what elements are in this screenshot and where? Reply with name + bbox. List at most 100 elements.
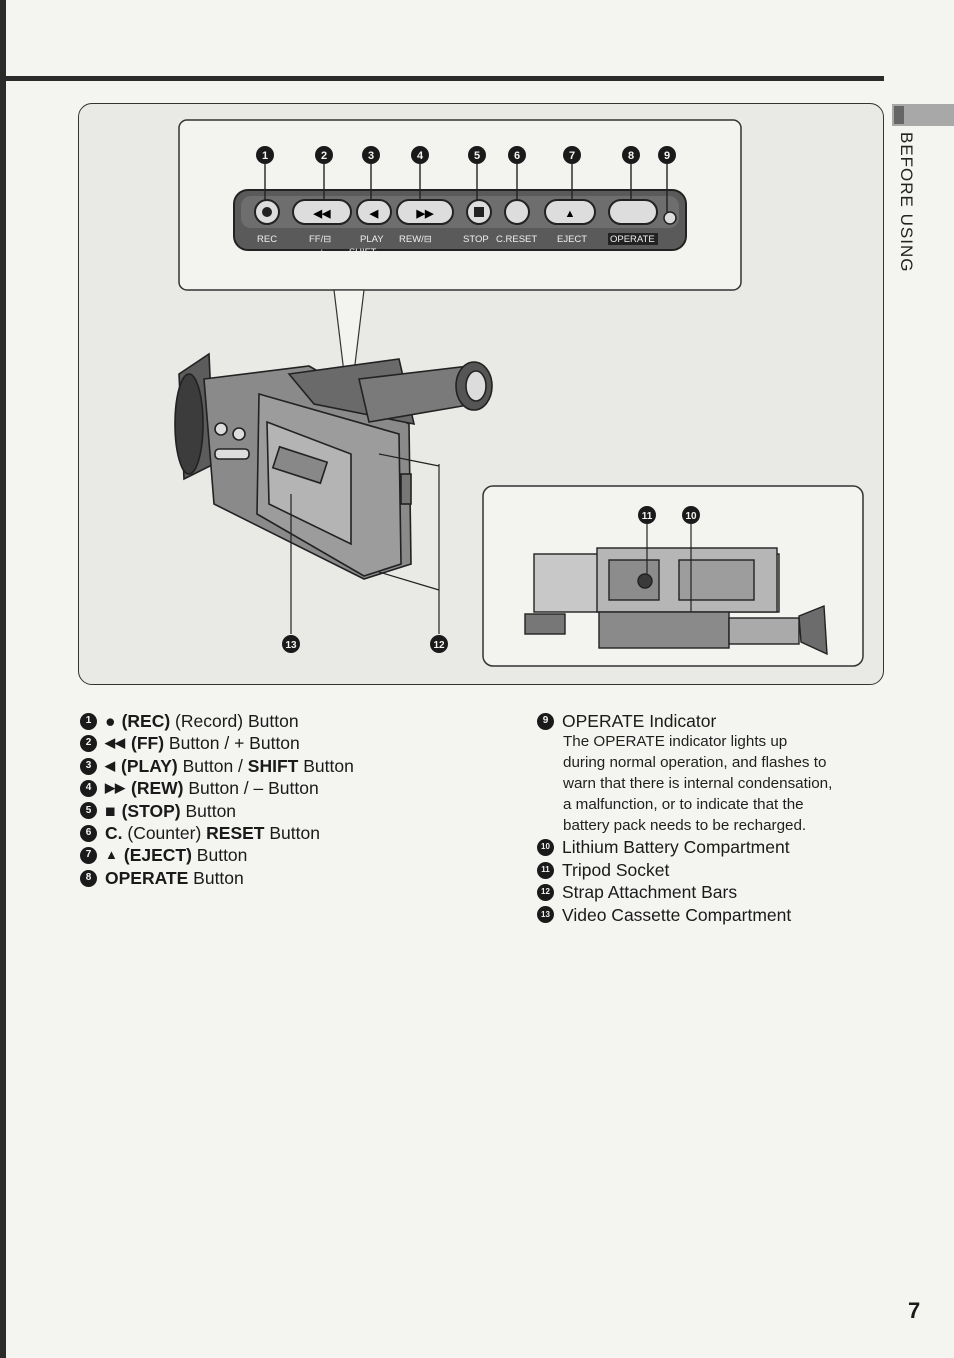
ff-symbol: ◀◀ (313, 208, 331, 220)
stop-symbol (474, 207, 484, 217)
rew-button (396, 199, 454, 225)
item-bold: C. (105, 823, 123, 844)
item-number: 13 (537, 906, 554, 924)
list-item: 5 ■ (STOP) Button (80, 800, 510, 822)
eject-symbol-icon: ▲ (105, 847, 118, 863)
callout-4: 4 (417, 150, 424, 162)
callout-7: 7 (569, 150, 575, 162)
rew-symbol: ▶▶ (416, 208, 434, 220)
item-bold: (STOP) (121, 800, 181, 821)
ff-button (292, 199, 352, 225)
item-bold-2: SHIFT (247, 755, 299, 776)
item-text: Button (180, 800, 237, 821)
item-text: Video Cassette Compartment (562, 904, 792, 925)
item-text: Button / + Button (164, 733, 300, 754)
list-item: 10 Lithium Battery Compartment (537, 836, 887, 858)
operate-indicator-description: The OPERATE indicator lights up during n… (563, 732, 883, 836)
item-bold: (EJECT) (123, 845, 192, 866)
page-binding-edge (0, 0, 6, 1358)
controls-list-left: 1 ● (REC) (Record) Button 2 ◀◀ (FF) Butt… (80, 710, 510, 889)
item-number: 12 (537, 883, 554, 901)
section-label: BEFORE USING (897, 132, 916, 273)
item-number: 1 (80, 712, 97, 730)
item-number: 4 (80, 779, 97, 797)
counter-reset-button (504, 199, 530, 225)
play-button (356, 199, 392, 225)
play-symbol: ◀ (369, 208, 379, 220)
page-number: 7 (908, 1298, 921, 1323)
list-item: 7 ▲ (EJECT) Button (80, 844, 510, 866)
label-stop: STOP (463, 234, 489, 245)
item-text: Lithium Battery Compartment (562, 837, 790, 858)
description-line: during normal operation, and flashes to (563, 754, 827, 772)
camcorder-drawing: ◀◀ ◀ ▶▶ ▲ REC FF/⊟ PLAY REW/⊟ STOP C.RES… (174, 119, 864, 667)
list-item: 4 ▶▶ (REW) Button / – Button (80, 777, 510, 799)
callout-12: 12 (433, 640, 445, 651)
callout-9: 9 (664, 150, 670, 162)
item-text: OPERATE Indicator (562, 711, 717, 731)
item-text: Button / (177, 755, 248, 776)
list-item: 3 ◀ (PLAY) Button / SHIFT Button (80, 755, 510, 777)
item-number: 11 (537, 861, 554, 879)
ff-symbol-icon: ◀◀ (105, 735, 125, 751)
item-text: (Counter) (122, 823, 207, 844)
section-tab (892, 104, 954, 126)
play-symbol-icon: ◀ (105, 757, 115, 773)
item-text: Tripod Socket (562, 859, 670, 880)
label-shift-line: + —— SHIFT —— – (319, 247, 406, 258)
item-text: Button / – Button (183, 778, 319, 799)
description-line: a malfunction, or to indicate that the (563, 795, 804, 813)
label-rec: REC (257, 234, 277, 245)
item-number: 6 (80, 824, 97, 842)
eject-symbol: ▲ (565, 208, 576, 220)
controls-list-right: 9 OPERATE Indicator The OPERATE indicato… (537, 710, 887, 926)
item-number: 7 (80, 847, 97, 865)
operate-label-bg (608, 233, 658, 245)
rec-symbol-icon: ● (105, 711, 116, 731)
label-creset: C.RESET (496, 234, 537, 245)
rew-symbol-icon: ▶▶ (105, 780, 125, 796)
label-rew: REW/⊟ (399, 234, 432, 245)
item-text-2: Button (264, 823, 320, 844)
list-item: 6 C. (Counter) RESET Button (80, 822, 510, 844)
item-bold: (FF) (131, 733, 165, 754)
list-item: 13 Video Cassette Compartment (537, 904, 887, 926)
list-item: 9 OPERATE Indicator (537, 710, 887, 732)
section-tab-mark (894, 106, 904, 124)
label-operate: OPERATE (610, 234, 655, 245)
operate-indicator (663, 211, 677, 225)
callout-6: 6 (514, 150, 520, 162)
stop-symbol-icon: ■ (105, 800, 116, 821)
callout-3: 3 (368, 150, 374, 162)
callout-5: 5 (474, 150, 480, 162)
item-text: Strap Attachment Bars (562, 882, 738, 903)
description-line: The OPERATE indicator lights up (563, 733, 788, 751)
item-number: 8 (80, 869, 97, 887)
label-ff: FF/⊟ (309, 234, 331, 245)
item-bold: (REC) (121, 711, 171, 731)
zoom-pointer (333, 289, 365, 415)
list-item: 8 OPERATE Button (80, 867, 510, 889)
operate-button (608, 199, 658, 225)
list-item: 11 Tripod Socket (537, 859, 887, 881)
item-text: Button (191, 845, 248, 866)
label-play: PLAY (360, 234, 384, 245)
callout-2: 2 (321, 150, 327, 162)
callout-8: 8 (628, 150, 634, 162)
item-number: 3 (80, 757, 97, 775)
description-line: warn that there is internal condensation… (563, 775, 833, 792)
item-number: 9 (537, 712, 554, 730)
item-number: 2 (80, 735, 97, 753)
item-text: (Record) Button (170, 711, 299, 731)
list-item: 1 ● (REC) (Record) Button (80, 710, 510, 732)
rec-button-dot (262, 207, 272, 217)
label-eject: EJECT (557, 234, 587, 245)
item-bold-2: RESET (206, 823, 265, 844)
item-text: Button (188, 867, 244, 888)
camcorder-illustration: ◀◀ ◀ ▶▶ ▲ REC FF/⊟ PLAY REW/⊟ STOP C.RES… (78, 103, 884, 685)
callout-11: 11 (642, 511, 653, 522)
item-bold: (PLAY) (121, 755, 178, 776)
list-item: 12 Strap Attachment Bars (537, 881, 887, 903)
item-number: 10 (537, 839, 554, 857)
item-number: 5 (80, 802, 97, 820)
